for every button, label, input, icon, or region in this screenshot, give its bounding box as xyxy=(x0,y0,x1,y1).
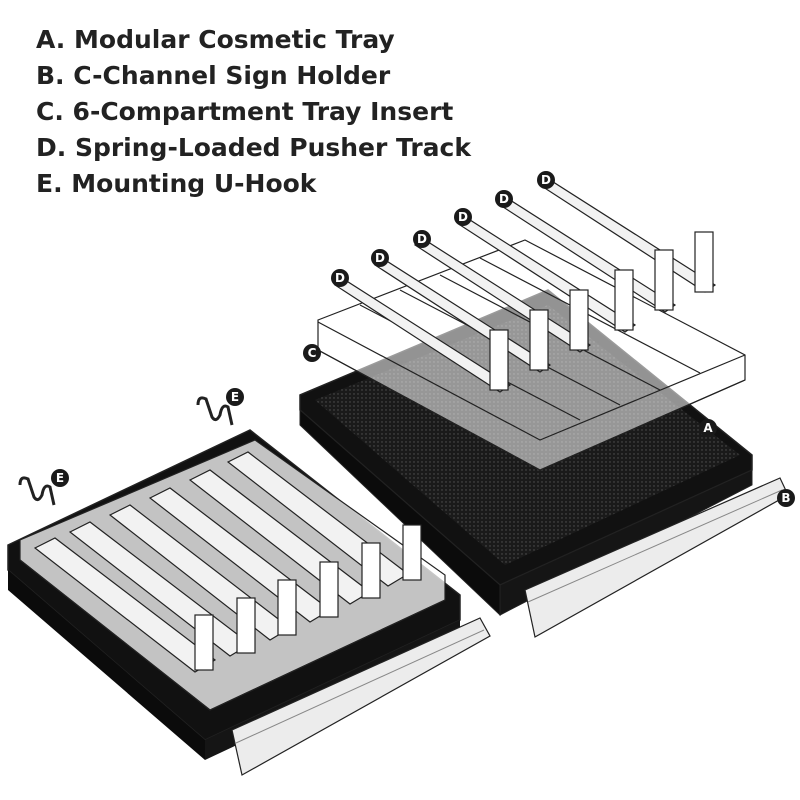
svg-text:D: D xyxy=(499,192,509,206)
left-sign-holder-b xyxy=(231,617,491,776)
u-hook-e-upper xyxy=(196,396,234,426)
svg-text:D: D xyxy=(541,173,551,187)
callout-d-1: D xyxy=(331,269,349,287)
svg-text:D: D xyxy=(417,232,427,246)
callout-e-upper: E xyxy=(226,388,244,406)
svg-text:E: E xyxy=(56,471,64,485)
u-hook-e-lower xyxy=(18,476,56,506)
callout-a: A xyxy=(699,419,717,437)
legend-item-b: B. C-Channel Sign Holder xyxy=(36,61,391,90)
right-pusher-tracks xyxy=(333,179,717,393)
left-pusher-tracks xyxy=(33,451,422,673)
legend-list: A. Modular Cosmetic Tray B. C-Channel Si… xyxy=(36,22,471,202)
legend-item-e: E. Mounting U-Hook xyxy=(36,169,317,198)
svg-text:A: A xyxy=(703,421,713,435)
svg-text:E: E xyxy=(231,390,239,404)
callout-d-6: D xyxy=(537,171,555,189)
svg-text:D: D xyxy=(335,271,345,285)
callout-c: C xyxy=(303,344,321,362)
legend-item-a: A. Modular Cosmetic Tray xyxy=(36,25,395,54)
callout-d-2: D xyxy=(371,249,389,267)
legend-item-d: D. Spring-Loaded Pusher Track xyxy=(36,133,471,162)
callout-b: B xyxy=(777,489,795,507)
callout-d-5: D xyxy=(495,190,513,208)
svg-text:D: D xyxy=(458,210,468,224)
legend-item-c: C. 6-Compartment Tray Insert xyxy=(36,97,454,126)
svg-text:D: D xyxy=(375,251,385,265)
callout-d-3: D xyxy=(413,230,431,248)
callout-e-lower: E xyxy=(51,469,69,487)
svg-text:C: C xyxy=(308,346,317,360)
callout-d-4: D xyxy=(454,208,472,226)
svg-text:B: B xyxy=(781,491,790,505)
